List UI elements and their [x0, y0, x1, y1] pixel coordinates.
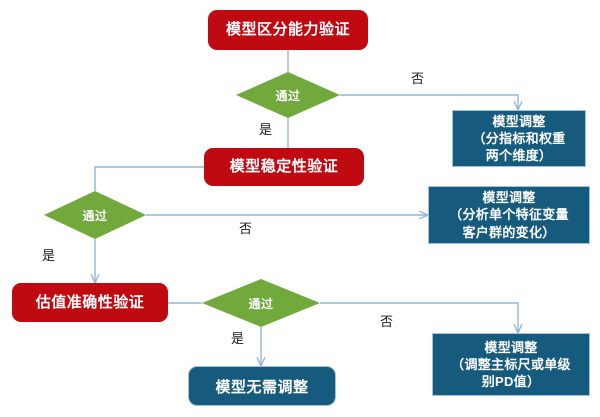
outcome-node-no-adjustment-needed[interactable]: 模型无需调整 [188, 366, 336, 406]
decision-node-label: 通过 [82, 208, 108, 223]
outcome-node-text: 模型调整 （分析单个特征变量 客户群的变化） [445, 189, 573, 240]
outcome-node-adjust-indicator-weight[interactable]: 模型调整 （分指标和权重 两个维度） [452, 110, 586, 167]
process-node-model-stability[interactable]: 模型稳定性验证 [204, 148, 364, 186]
process-node-valuation-accuracy[interactable]: 估值准确性验证 [12, 283, 168, 322]
outcome-node-text: 模型调整 （分指标和权重 两个维度） [468, 113, 569, 164]
edge-label-yes-3: 是 [231, 331, 245, 346]
edge-label-no-2: 否 [239, 221, 253, 236]
edge-label-no-1: 否 [411, 71, 425, 86]
process-node-label: 估值准确性验证 [35, 293, 145, 311]
decision-node-label: 通过 [275, 88, 301, 103]
decision-node-label: 通过 [248, 296, 274, 311]
process-node-label: 模型稳定性验证 [229, 158, 339, 175]
outcome-line-1: 模型调整 [484, 339, 538, 355]
edge-decision3-no-to-outcome3 [320, 302, 518, 333]
decision-node-pass-2[interactable]: 通过 [44, 191, 146, 239]
outcome-line-3: 别PD值） [481, 374, 541, 390]
outcome-line-2: （分析单个特征变量 [449, 207, 569, 223]
outcome-line-2: （分指标和权重 [472, 130, 566, 146]
edge-label-yes-2: 是 [42, 248, 56, 263]
outcome-line-1: 模型调整 [482, 190, 536, 206]
outcome-node-text: 模型调整 （调整主标尺或单级 别PD值） [447, 339, 575, 390]
process-node-label: 模型区分能力验证 [225, 21, 350, 38]
edge-label-yes-1: 是 [259, 122, 273, 137]
outcome-node-analyze-feature-variable[interactable]: 模型调整 （分析单个特征变量 客户群的变化） [428, 186, 590, 244]
outcome-node-label: 模型无需调整 [215, 378, 309, 396]
outcome-line-3: 两个维度） [485, 148, 553, 164]
edge-process2-to-decision2 [94, 166, 204, 191]
outcome-line-1: 模型调整 [492, 113, 546, 129]
outcome-node-adjust-masterscale-pd[interactable]: 模型调整 （调整主标尺或单级 别PD值） [432, 333, 590, 396]
edge-label-no-3: 否 [380, 314, 394, 329]
decision-node-pass-1[interactable]: 通过 [236, 72, 340, 118]
edge-decision1-no-to-outcome1 [340, 94, 518, 110]
decision-node-pass-3[interactable]: 通过 [202, 279, 320, 327]
outcome-line-2: （调整主标尺或单级 [451, 356, 571, 372]
outcome-line-3: 客户群的变化） [462, 224, 556, 240]
process-node-model-discrimination[interactable]: 模型区分能力验证 [208, 10, 368, 50]
